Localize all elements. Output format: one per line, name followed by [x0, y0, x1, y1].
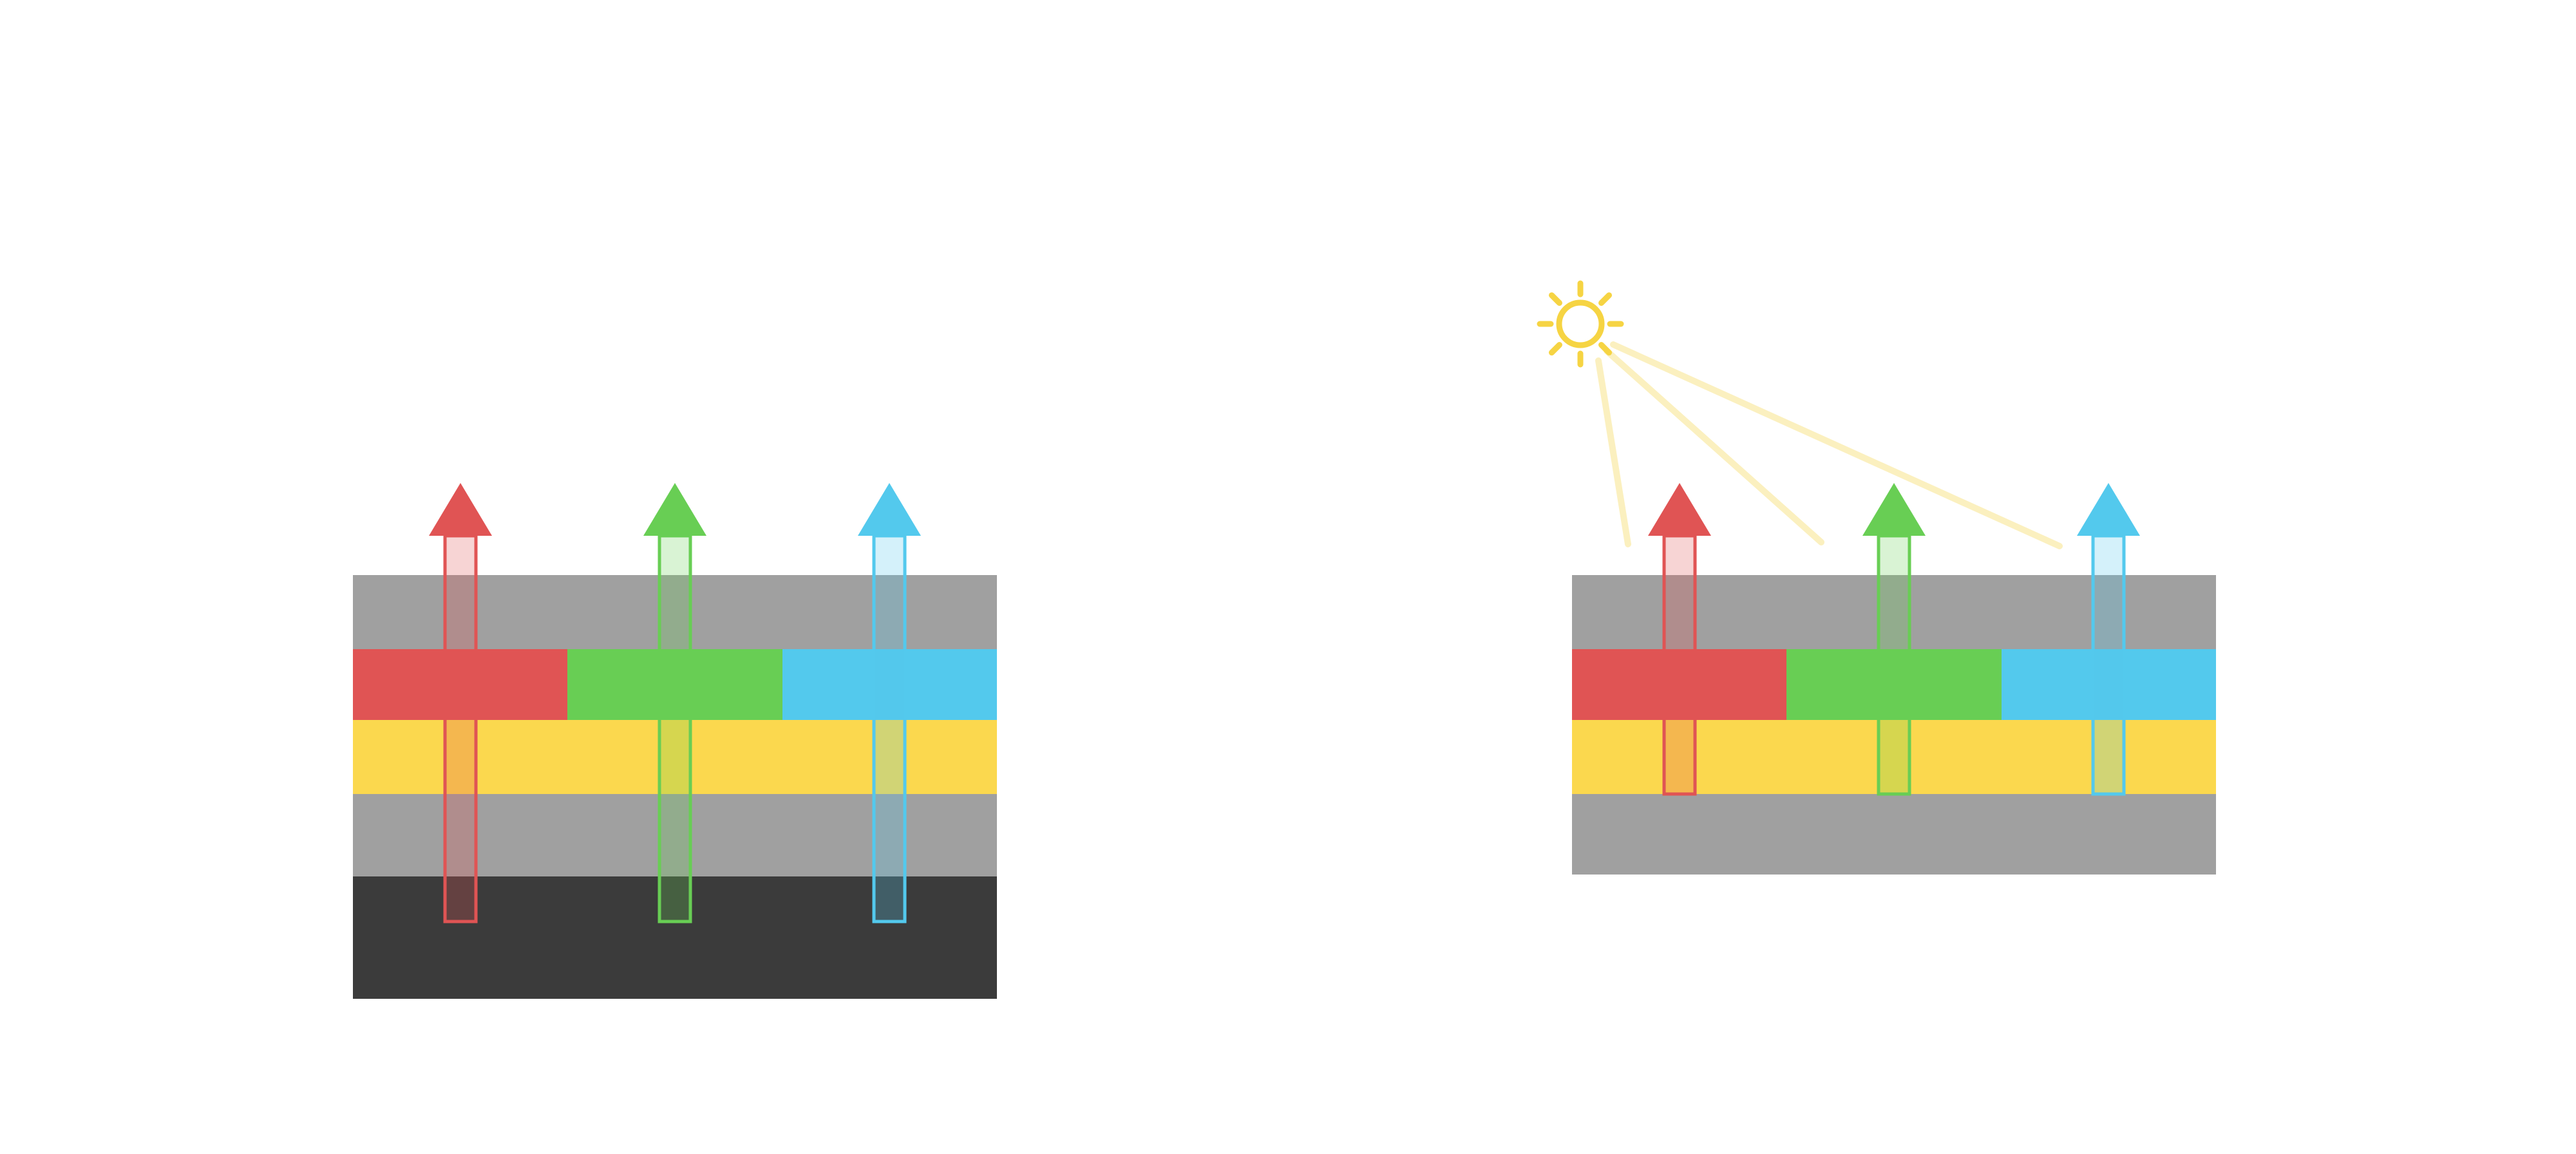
sun-ray-icon	[1548, 292, 1562, 306]
sun-ray-icon	[1598, 292, 1613, 306]
sun-beam	[1610, 341, 2063, 549]
bottom-gray-layer	[1572, 794, 2216, 875]
yellow-layer	[1572, 720, 2216, 794]
blue-reflection-arrow-head	[2077, 483, 2140, 536]
bottom-gray-layer	[353, 794, 997, 876]
green-subpixel	[1786, 649, 2002, 720]
top-gray-layer	[1572, 575, 2216, 649]
sun-ray-icon	[1548, 342, 1562, 356]
red-subpixel	[1572, 649, 1787, 720]
red-emission-arrow-head	[429, 483, 492, 536]
yellow-layer	[353, 720, 997, 794]
blue-subpixel	[782, 649, 997, 720]
red-subpixel	[353, 649, 568, 720]
green-subpixel	[567, 649, 782, 720]
green-emission-arrow-head	[643, 483, 706, 536]
sun-icon	[1556, 299, 1605, 348]
blue-subpixel	[2001, 649, 2216, 720]
green-reflection-arrow-head	[1862, 483, 1926, 536]
rgb-subpixel-layer	[353, 649, 997, 720]
dark-backlight-layer	[353, 876, 997, 999]
sunlit-display-stack	[1572, 575, 2216, 875]
rgb-subpixel-layer	[1572, 649, 2216, 720]
blue-emission-arrow-head	[858, 483, 921, 536]
sun-ray-icon	[1598, 342, 1613, 356]
sun-beam	[1604, 348, 1824, 545]
top-gray-layer	[353, 575, 997, 649]
backlit-display-stack	[353, 575, 997, 999]
sun-beam	[1595, 357, 1631, 547]
red-reflection-arrow-head	[1648, 483, 1711, 536]
